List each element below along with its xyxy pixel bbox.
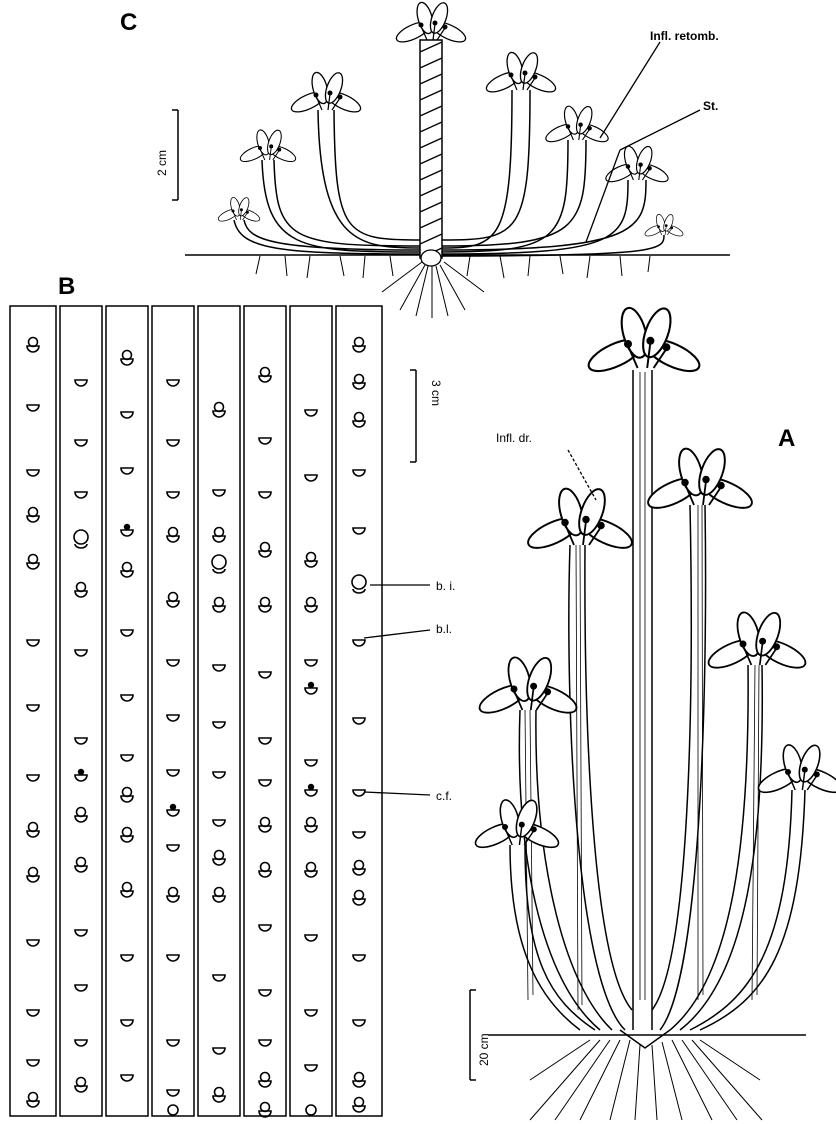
panel-c-letter: C [120, 9, 137, 36]
panel-c: C 2 cm [120, 1, 730, 318]
branches-a-right [652, 505, 805, 1030]
branches-c [234, 90, 664, 256]
central-stem-a [620, 370, 670, 1048]
panel-b: B [10, 273, 455, 1117]
label-st: St. [703, 99, 718, 113]
scale-bar-a: 20 cm [470, 990, 491, 1080]
scale-label-c: 2 cm [155, 150, 169, 176]
scale-bar-b: 3 cm [410, 370, 443, 462]
leader-infl-retomb [600, 42, 660, 138]
scale-label-b: 3 cm [429, 380, 443, 406]
stem-column [60, 306, 102, 1116]
stem-columns-b [10, 306, 382, 1116]
scale-label-a: 20 cm [477, 1033, 491, 1066]
panel-a: A [470, 305, 836, 1120]
central-stem-c [394, 1, 469, 266]
stem-column [244, 306, 286, 1116]
branches-a-left [510, 545, 632, 1030]
leader-st [620, 110, 700, 150]
panel-b-letter: B [58, 273, 75, 300]
scale-bar-c: 2 cm [155, 110, 178, 200]
roots-a [530, 1040, 762, 1120]
stem-column [290, 306, 332, 1116]
label-b-l: b.l. [436, 622, 452, 636]
stem-column [198, 306, 240, 1116]
panel-a-letter: A [778, 425, 795, 452]
label-c-f: c.f. [436, 789, 452, 803]
label-infl-dr: Infl. dr. [496, 431, 532, 445]
stem-column [152, 306, 194, 1116]
label-infl-retomb: Infl. retomb. [650, 29, 719, 43]
stem-column [106, 306, 148, 1116]
leader-st-2 [586, 150, 620, 242]
label-b-i: b. i. [436, 579, 455, 593]
